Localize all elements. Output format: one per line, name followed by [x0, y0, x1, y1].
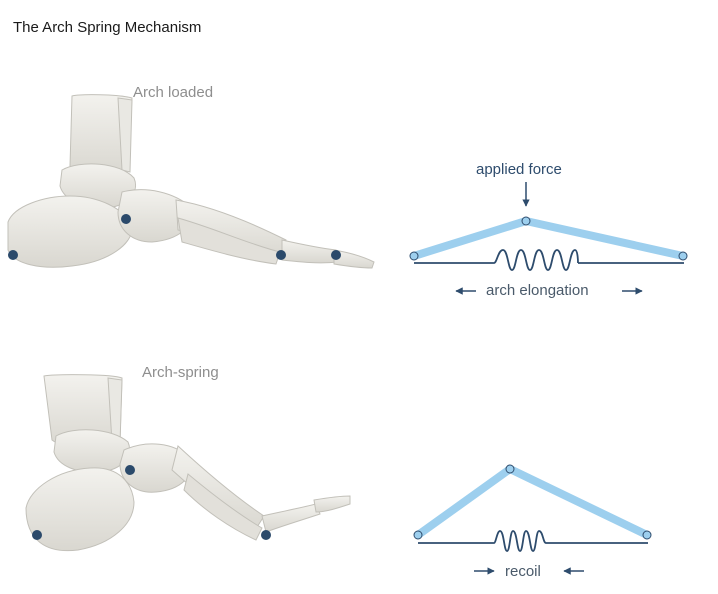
- arch-elongation-label: arch elongation: [486, 282, 589, 299]
- diagram-title: The Arch Spring Mechanism: [13, 19, 202, 36]
- arch-beam-spring: [414, 465, 651, 539]
- hinge-left-spring: [413, 530, 423, 540]
- spring-loaded: [493, 249, 579, 271]
- foot-illustration-spring: [25, 374, 351, 552]
- marker-metatarsal-head-loaded: [276, 250, 286, 260]
- joint-markers-spring: [32, 465, 271, 540]
- foot-illustration-loaded: [7, 94, 375, 269]
- panel-label-arch-spring: Arch-spring: [142, 364, 219, 381]
- applied-force-label: applied force: [476, 161, 562, 178]
- hinge-apex-loaded: [521, 216, 531, 226]
- marker-heel-spring: [32, 530, 42, 540]
- hinge-right-spring: [642, 530, 652, 540]
- joint-markers-loaded: [8, 214, 341, 260]
- panel-label-arch-loaded: Arch loaded: [133, 84, 214, 101]
- hinge-apex-spring: [505, 464, 515, 474]
- arch-beam-loaded: [410, 217, 687, 260]
- hinge-left-loaded: [409, 251, 419, 261]
- marker-heel-loaded: [8, 250, 18, 260]
- marker-toe-loaded: [331, 250, 341, 260]
- recoil-label: recoil: [505, 563, 541, 580]
- marker-midfoot-spring: [125, 465, 135, 475]
- spring-compressed: [493, 530, 547, 552]
- hinge-right-loaded: [678, 251, 688, 261]
- marker-midfoot-loaded: [121, 214, 131, 224]
- arch-model-spring: [413, 464, 652, 575]
- marker-metatarsal-head-spring: [261, 530, 271, 540]
- arch-model-loaded: [409, 182, 688, 295]
